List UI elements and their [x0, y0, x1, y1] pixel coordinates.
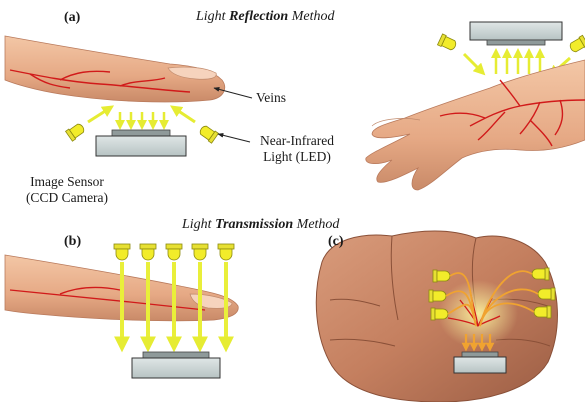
led-right-hand — [568, 35, 585, 54]
title-reflection-emph: Reflection — [229, 9, 288, 24]
label-nir: Near-Infrared Light (LED) — [252, 133, 342, 165]
led-right-a — [198, 124, 219, 143]
reflection-beams-a — [88, 108, 195, 126]
image-sensor-c — [454, 352, 506, 373]
label-nir-line2: Light (LED) — [252, 149, 342, 165]
label-sensor-line2: (CCD Camera) — [8, 190, 126, 206]
image-sensor-a — [96, 130, 186, 156]
title-transmission: Light Transmission Method — [182, 217, 339, 233]
label-nir-line1: Near-Infrared — [252, 133, 342, 149]
led-c-left-2 — [429, 290, 446, 302]
label-sensor-line1: Image Sensor — [8, 174, 126, 190]
label-veins: Veins — [256, 90, 286, 106]
led-b-5 — [218, 244, 234, 260]
image-sensor-b — [132, 352, 220, 378]
hand-back — [366, 60, 585, 190]
title-transmission-emph: Transmission — [215, 217, 293, 232]
sensor-top-right — [470, 22, 562, 45]
title-reflection: Light Reflection Method — [196, 9, 334, 25]
led-c-right-2 — [538, 288, 555, 300]
panel-label-c: (c) — [328, 234, 344, 250]
led-b-4 — [192, 244, 208, 260]
leds-b — [114, 244, 234, 260]
led-b-2 — [140, 244, 156, 260]
nir-pointer — [218, 134, 250, 142]
led-c-left-1 — [433, 270, 450, 282]
led-b-1 — [114, 244, 130, 260]
led-c-right-3 — [534, 306, 551, 318]
panel-label-a: (a) — [64, 10, 80, 26]
title-transmission-prefix: Light — [182, 217, 215, 232]
finger-a — [5, 36, 225, 102]
led-c-right-1 — [532, 268, 549, 280]
title-reflection-suffix: Method — [288, 9, 334, 24]
label-image-sensor: Image Sensor (CCD Camera) — [8, 174, 126, 206]
led-left-hand — [437, 34, 457, 52]
title-transmission-suffix: Method — [293, 217, 339, 232]
led-left-a — [66, 122, 87, 141]
panel-label-b: (b) — [64, 234, 81, 250]
led-c-left-3 — [431, 308, 448, 320]
title-reflection-prefix: Light — [196, 9, 229, 24]
led-b-3 — [166, 244, 182, 260]
